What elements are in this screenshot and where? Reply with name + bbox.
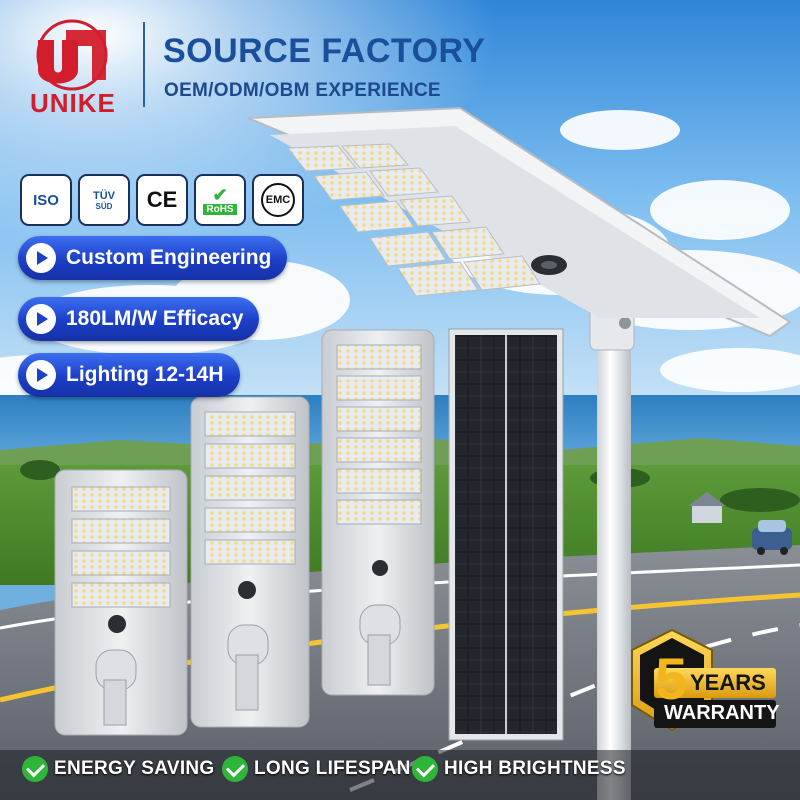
rohs-icon: ✔ RoHS [194,174,246,226]
tuv-icon: TÜV SÜD [78,174,130,226]
feature-custom-engineering: Custom Engineering [18,236,288,280]
benefit-long-lifespan: LONG LIFESPAN [222,756,411,782]
benefit-high-brightness: HIGH BRIGHTNESS [412,756,626,782]
benefit-energy-saving: ENERGY SAVING [22,756,215,782]
feature-efficacy: 180LM/W Efficacy [18,297,260,341]
headline: SOURCE FACTORY [163,32,486,70]
play-icon [26,360,56,390]
benefits-bar [0,750,800,800]
warranty-years-label: YEARS [690,670,766,695]
led-modules [287,143,541,297]
brand-name: UNIKE [30,88,116,118]
warranty-label: WARRANTY [664,702,780,724]
certification-badges: ISO TÜV SÜD CE ✔ RoHS EMC [20,174,304,226]
play-icon [26,243,56,273]
feature-lighting-hours: Lighting 12-14H [18,353,240,397]
ce-icon: CE [136,174,188,226]
fixture-medium [190,396,310,728]
street-light-pole [597,335,631,800]
brand-logo-icon [36,19,108,91]
emc-icon: EMC [252,174,304,226]
check-icon [222,756,248,782]
fixture-large [321,329,435,696]
fixture-small [54,469,188,736]
warranty-number: 5 [655,647,688,712]
check-icon [22,756,48,782]
play-icon [26,304,56,334]
warranty-badge [631,628,776,732]
street-light-head [247,106,792,338]
header-divider [143,22,145,107]
iso-icon: ISO [20,174,72,226]
check-icon [412,756,438,782]
house [688,492,726,523]
car [752,520,792,555]
subline: OEM/ODM/OBM EXPERIENCE [164,80,441,101]
solar-panel [448,328,564,741]
